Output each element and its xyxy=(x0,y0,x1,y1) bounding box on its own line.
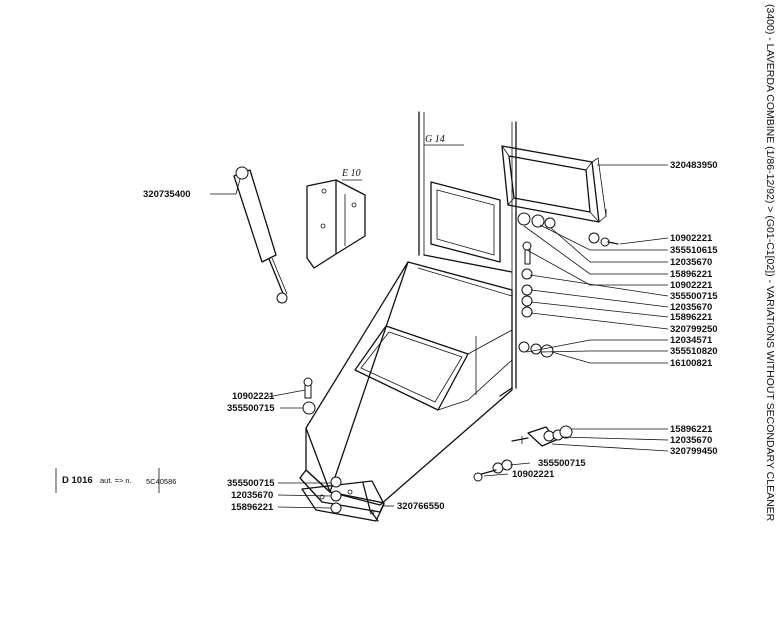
label-part: 12035670 xyxy=(670,435,712,446)
label-bracket: 320766550 xyxy=(397,501,445,512)
footnote: D 1016 aut. => n. 5C40586 xyxy=(55,468,176,493)
label-part: 355510820 xyxy=(670,346,718,357)
gas-spring-drawing xyxy=(233,166,288,304)
footnote-serial: 5C40586 xyxy=(146,477,176,486)
label-part: 12035670 xyxy=(670,302,712,313)
label-part: 355510615 xyxy=(670,245,718,256)
label-part: 15896221 xyxy=(670,312,713,323)
leader-lines xyxy=(210,144,669,509)
label-part: 15896221 xyxy=(670,269,713,280)
part-labels: 320735400 320483950 10902221 355510615 1… xyxy=(143,160,718,513)
label-part: 15896221 xyxy=(670,424,713,435)
label-part: 10902221 xyxy=(512,469,555,480)
label-part: 355500715 xyxy=(670,291,718,302)
frame-glass-drawing xyxy=(501,145,607,223)
cab-wall-drawing xyxy=(418,111,517,397)
label-part: 10902221 xyxy=(670,280,713,291)
label-part: 10902221 xyxy=(232,391,275,402)
exploded-parts-diagram: G 14 E 10 320735400 320483950 10902221 3… xyxy=(55,111,718,522)
ref-e10: E 10 xyxy=(341,168,361,179)
label-part: 12035670 xyxy=(670,257,712,268)
label-part: 12034571 xyxy=(670,335,713,346)
ref-g14: G 14 xyxy=(425,134,445,145)
label-part: 355500715 xyxy=(538,458,586,469)
e10-bracket-drawing xyxy=(306,179,366,269)
hinge-drawing xyxy=(511,425,573,447)
side-title: (3400) - LAVERDA COMBINE (1/86-12/92) > … xyxy=(764,4,776,522)
label-part: 12035670 xyxy=(231,490,273,501)
hood-housing-drawing xyxy=(299,261,513,513)
label-part: 16100821 xyxy=(670,358,713,369)
lower-bracket-drawing xyxy=(301,480,385,522)
label-frame-glass: 320483950 xyxy=(670,160,718,171)
label-part: 320799450 xyxy=(670,446,718,457)
footnote-text: aut. => n. xyxy=(100,476,132,485)
label-part: 320799250 xyxy=(670,324,718,335)
label-gas-spring: 320735400 xyxy=(143,189,191,200)
label-part: 355500715 xyxy=(227,478,275,489)
label-part: 10902221 xyxy=(670,233,713,244)
label-part: 15896221 xyxy=(231,502,274,513)
label-part: 355500715 xyxy=(227,403,275,414)
footnote-code: D 1016 xyxy=(62,475,93,486)
